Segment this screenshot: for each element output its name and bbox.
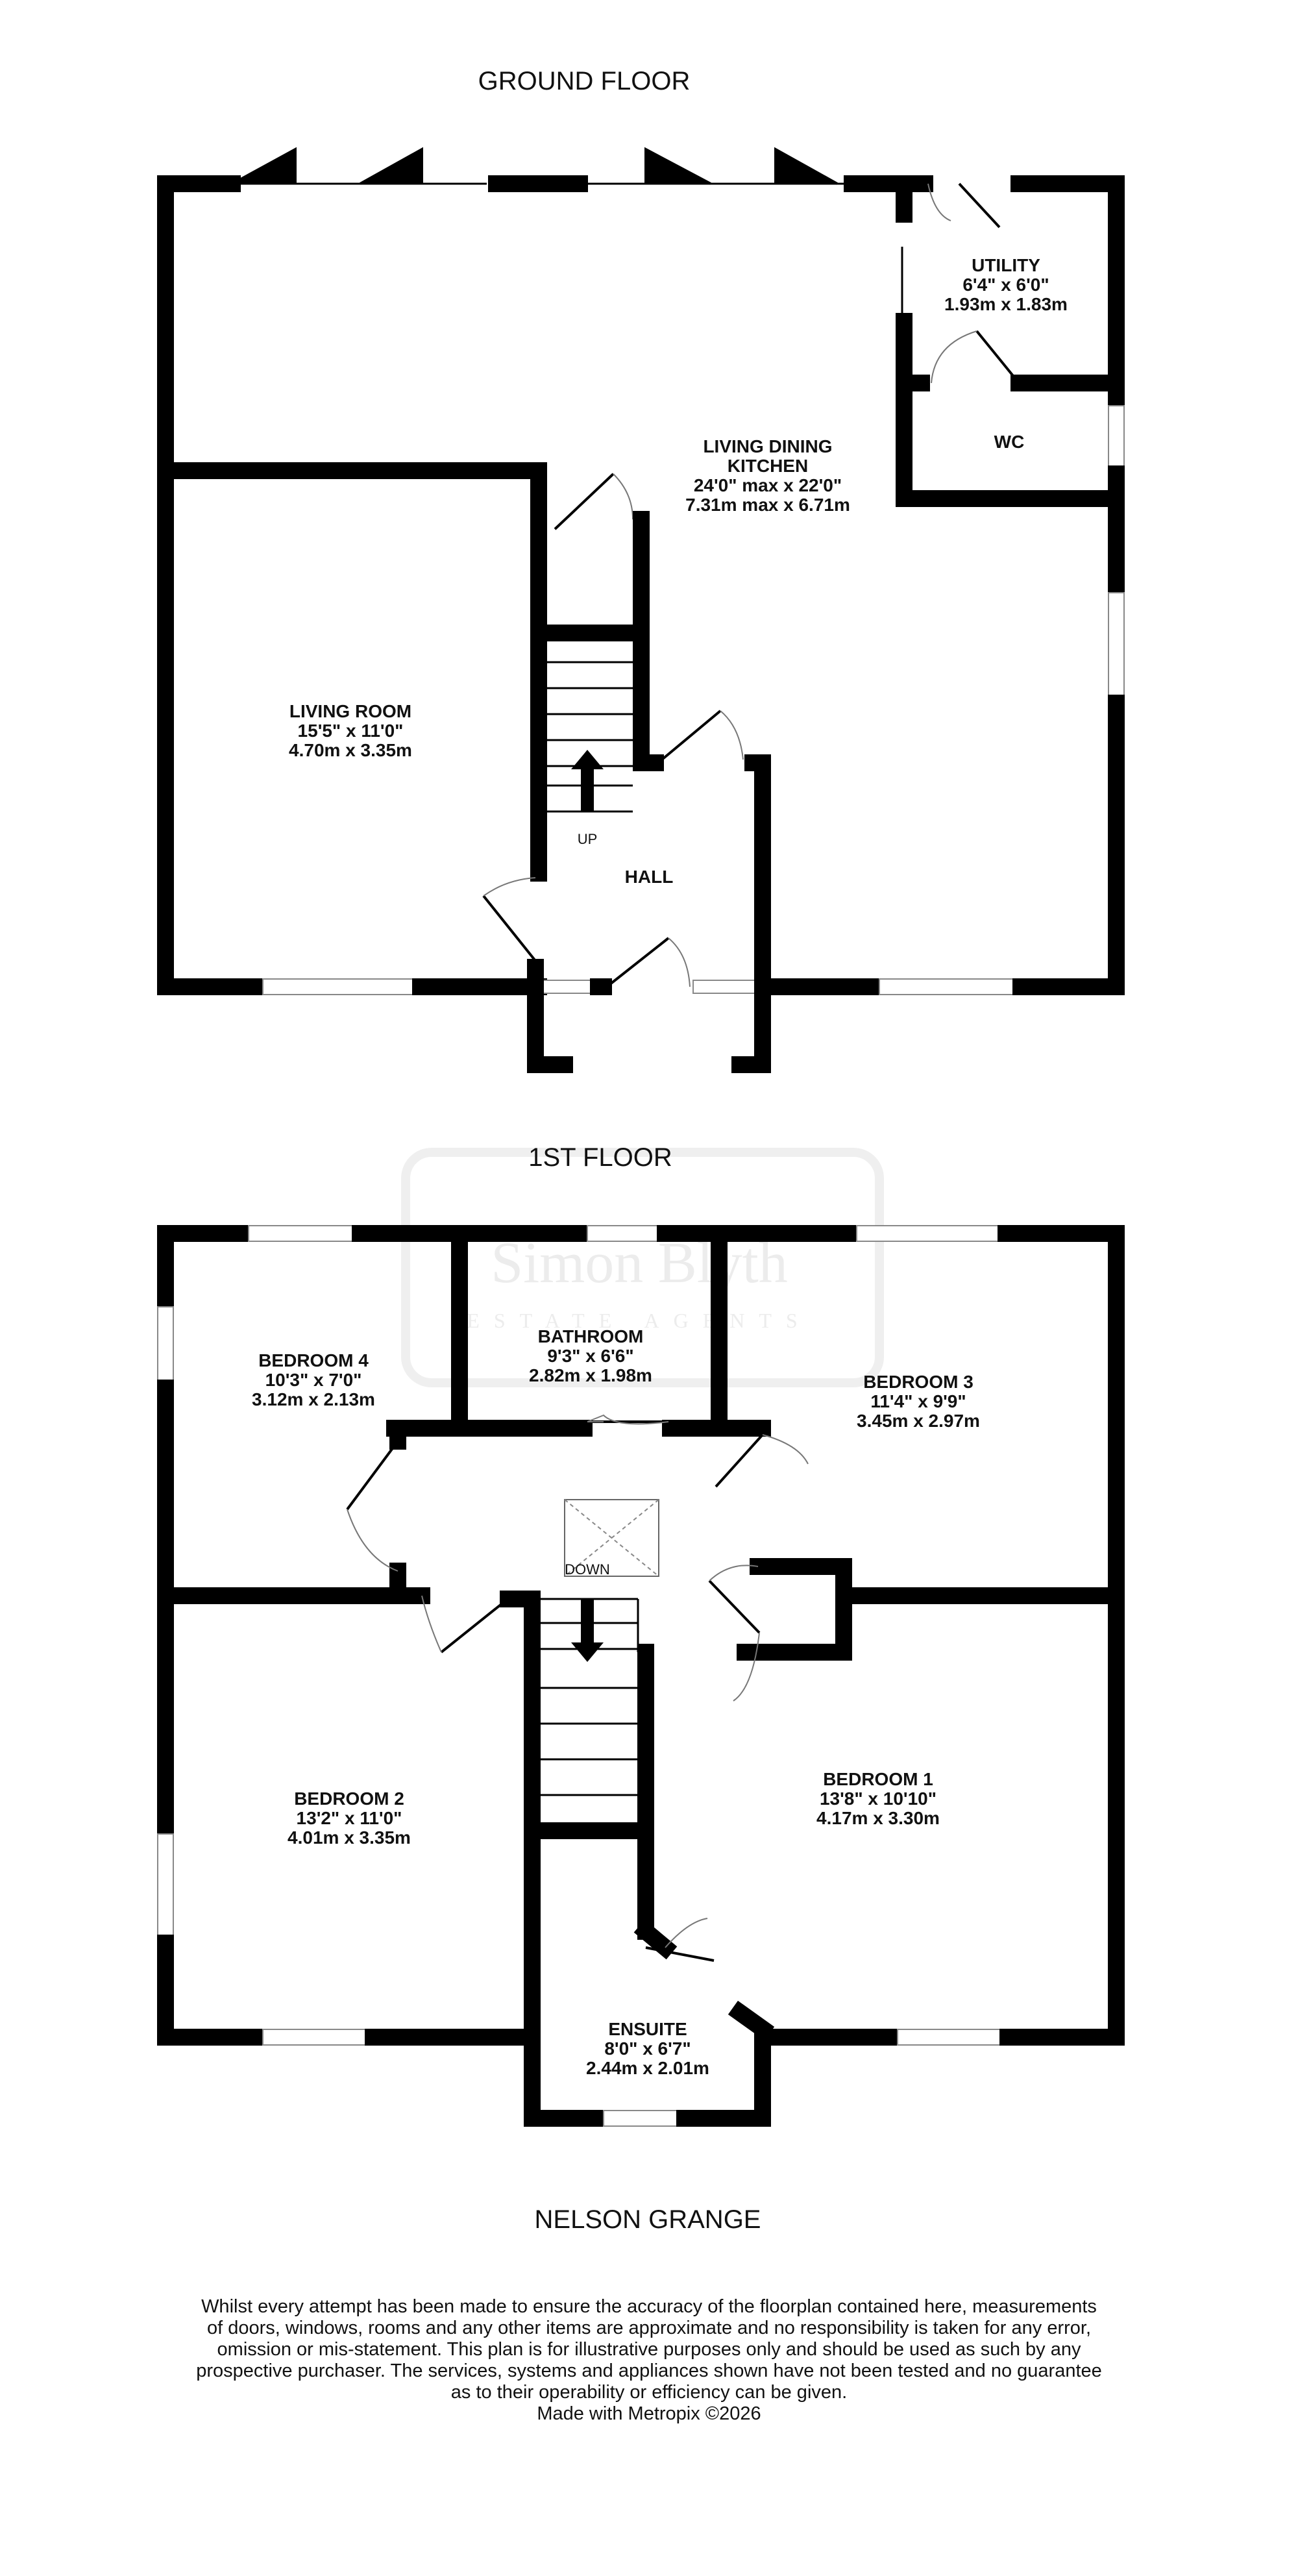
bedroom1-label: BEDROOM 1 bbox=[823, 1769, 933, 1789]
ldk-imperial: 24'0" max x 22'0" bbox=[694, 475, 842, 495]
utility-imperial: 6'4" x 6'0" bbox=[962, 275, 1049, 295]
disclaimer-line: omission or mis-statement. This plan is … bbox=[217, 2339, 1081, 2360]
bedroom2-label: BEDROOM 2 bbox=[294, 1789, 404, 1809]
utility-label: UTILITY bbox=[972, 255, 1040, 275]
utility-metric: 1.93m x 1.83m bbox=[944, 294, 1068, 314]
bedroom3-imperial: 11'4" x 9'9" bbox=[870, 1391, 966, 1411]
ldk-label-1: LIVING DINING bbox=[703, 436, 832, 456]
living-room-imperial: 15'5" x 11'0" bbox=[298, 721, 404, 741]
disclaimer-line: of doors, windows, rooms and any other i… bbox=[207, 2318, 1091, 2338]
hall-label: HALL bbox=[625, 867, 674, 887]
first-floor-title: 1ST FLOOR bbox=[528, 1143, 672, 1172]
disclaimer: Whilst every attempt has been made to en… bbox=[196, 2296, 1102, 2424]
ldk-label-2: KITCHEN bbox=[728, 456, 808, 476]
bathroom-metric: 2.82m x 1.98m bbox=[529, 1365, 652, 1385]
made-with-credit: Made with Metropix ©2026 bbox=[537, 2403, 761, 2424]
bedroom4-metric: 3.12m x 2.13m bbox=[252, 1389, 375, 1409]
bedroom4-label: BEDROOM 4 bbox=[258, 1350, 369, 1370]
bedroom1-imperial: 13'8" x 10'10" bbox=[820, 1789, 937, 1809]
bedroom2-metric: 4.01m x 3.35m bbox=[288, 1827, 411, 1848]
first-floor-walls bbox=[157, 1225, 1125, 2127]
bedroom4-imperial: 10'3" x 7'0" bbox=[265, 1370, 362, 1390]
stair-arrow-down-icon bbox=[571, 1599, 604, 1662]
bedroom1-metric: 4.17m x 3.30m bbox=[816, 1808, 940, 1828]
bedroom3-label: BEDROOM 3 bbox=[863, 1372, 974, 1392]
loft-hatch-icon bbox=[564, 1499, 659, 1577]
stairs-up-label: UP bbox=[578, 831, 598, 847]
disclaimer-line: as to their operability or efficiency ca… bbox=[451, 2382, 847, 2403]
bedroom2-imperial: 13'2" x 11'0" bbox=[297, 1808, 402, 1828]
ensuite-imperial: 8'0" x 6'7" bbox=[604, 2038, 691, 2059]
wc-label: WC bbox=[994, 432, 1025, 452]
ldk-metric: 7.31m max x 6.71m bbox=[685, 495, 850, 515]
ensuite-label: ENSUITE bbox=[608, 2019, 687, 2039]
bedroom3-metric: 3.45m x 2.97m bbox=[857, 1411, 980, 1431]
disclaimer-line: Whilst every attempt has been made to en… bbox=[201, 2296, 1097, 2317]
property-name: NELSON GRANGE bbox=[535, 2205, 761, 2234]
bathroom-imperial: 9'3" x 6'6" bbox=[547, 1346, 633, 1366]
living-room-label: LIVING ROOM bbox=[289, 701, 411, 721]
stair-arrow-up-icon bbox=[571, 750, 604, 811]
disclaimer-line: prospective purchaser. The services, sys… bbox=[196, 2360, 1102, 2381]
ground-floor-walls bbox=[157, 147, 1125, 1073]
living-room-metric: 4.70m x 3.35m bbox=[289, 740, 412, 760]
stairs-down-label: DOWN bbox=[565, 1561, 610, 1578]
bathroom-label: BATHROOM bbox=[538, 1326, 644, 1346]
watermark-logo: Simon Blyth ESTATE AGENTS bbox=[401, 1148, 884, 1387]
ensuite-metric: 2.44m x 2.01m bbox=[586, 2058, 709, 2078]
svg-text:ESTATE AGENTS: ESTATE AGENTS bbox=[467, 1309, 811, 1332]
ground-floor-title: GROUND FLOOR bbox=[478, 67, 691, 95]
